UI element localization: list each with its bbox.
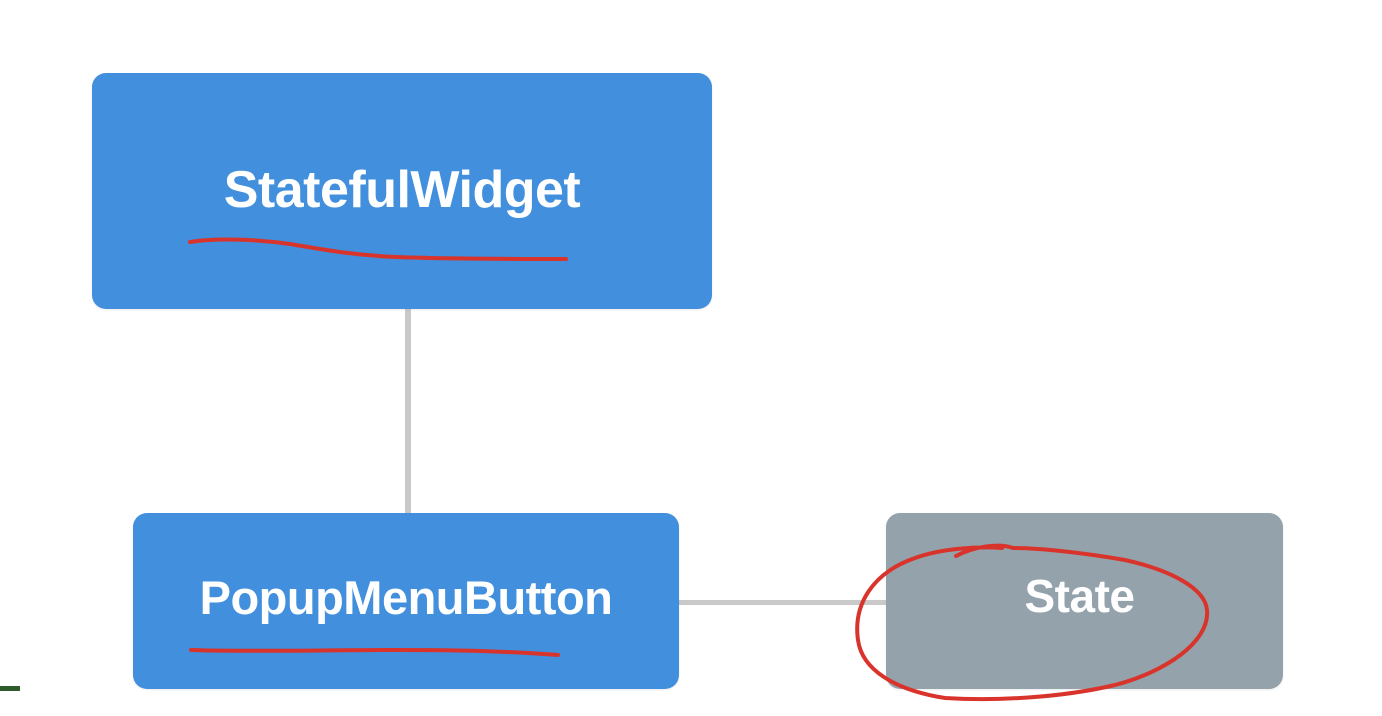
node-popupmenubutton: PopupMenuButton [133, 513, 679, 689]
node-statefulwidget: StatefulWidget [92, 73, 712, 309]
node-statefulwidget-label: StatefulWidget [223, 161, 581, 219]
node-popupmenubutton-label: PopupMenuButton [199, 570, 613, 624]
connector-statefulwidget-to-popupmenubutton [405, 309, 411, 513]
connector-popupmenubutton-to-state [679, 600, 886, 605]
node-state-label: State [1024, 570, 1135, 622]
edge-mark [0, 686, 20, 691]
node-state: State [886, 513, 1283, 689]
